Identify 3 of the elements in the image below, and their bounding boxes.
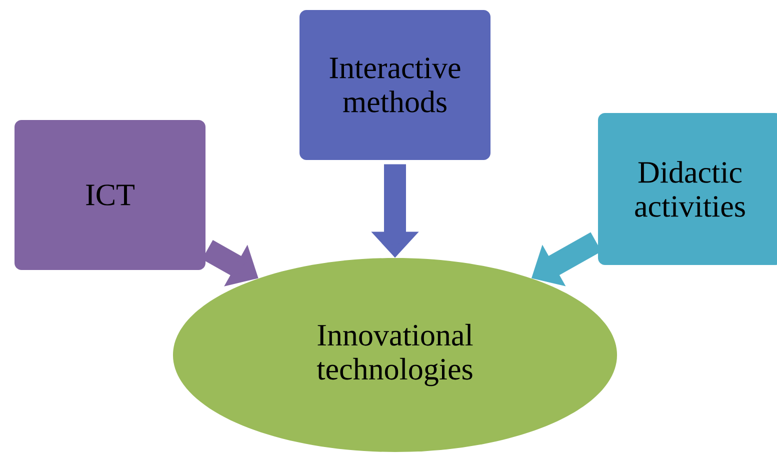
- process-box: Interactive methods: [300, 10, 490, 160]
- process-box: Didactic activities: [598, 113, 777, 265]
- process-box: ICT: [14, 120, 206, 270]
